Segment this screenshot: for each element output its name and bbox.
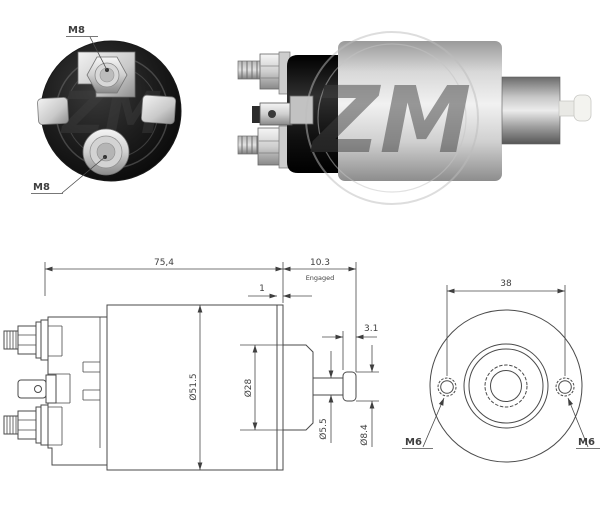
dim-boss-diameter: Ø28 — [243, 378, 254, 397]
right-contact-pad — [141, 94, 177, 125]
side-view-photo: ZM — [237, 31, 592, 205]
m6-hole-left-thread — [437, 377, 457, 397]
m8-label-bottom: M8 — [33, 182, 50, 193]
leader-line-top — [89, 36, 108, 71]
drawing-spade-terminal — [17, 374, 57, 404]
watermark-text-side: ZM — [310, 67, 471, 174]
rear-ring-outer — [463, 343, 549, 429]
dim-body-diameter: Ø51.5 — [188, 373, 199, 400]
left-contact-pad — [37, 97, 69, 125]
m6-label-right: M6 — [578, 437, 595, 448]
m8-stud-bottom-tip — [96, 142, 116, 162]
solenoid-neck — [501, 76, 561, 145]
m8-label-top: M8 — [68, 25, 85, 36]
leader-line-m6-left — [422, 397, 445, 448]
spade-terminal-hole — [268, 110, 276, 118]
drawing-boss-outline — [283, 344, 314, 431]
plunger-pin-tip — [573, 94, 592, 122]
rear-center-hole — [490, 370, 522, 402]
dim-hole-spacing: 38 — [500, 279, 512, 289]
m6-hole-right-thread — [555, 377, 575, 397]
drawing-cap-outline — [47, 316, 107, 466]
leader-line-bottom — [61, 156, 106, 194]
drawing-front-flange — [276, 304, 284, 471]
m6-hole-right — [558, 380, 572, 394]
watermark-logo-side: ZM — [305, 31, 479, 205]
rear-dimension-drawing: 38 M6 M6 — [402, 279, 600, 463]
front-view-photo: ZM M8 M8 — [31, 25, 182, 194]
drawing-stud-top — [3, 319, 49, 361]
dim-tip-length: 3.1 — [364, 324, 378, 334]
top-stud-thread-lines — [241, 61, 258, 79]
dim-tip-diameter: Ø8.4 — [359, 424, 370, 446]
rear-ring-inner — [468, 348, 544, 424]
side-dimension-drawing: 75,4 10.3 Engaged 1 Ø51.5 Ø28 3.1 Ø5.5 Ø… — [3, 258, 379, 471]
drawing-stud-bottom — [3, 404, 49, 446]
rear-outer-circle — [429, 309, 583, 463]
m6-label-left: M6 — [405, 437, 422, 448]
dim-travel-note: Engaged — [306, 274, 335, 282]
bottom-stud-thread-lines — [241, 136, 258, 154]
leader-line-m6-right — [567, 397, 589, 448]
spade-terminal-base — [289, 95, 314, 125]
plunger-pin-shaft — [558, 100, 577, 117]
drawing-tip-outline — [342, 371, 357, 402]
dim-gap: 1 — [259, 284, 265, 294]
drawing-shaft-outline — [312, 377, 344, 396]
dim-overall-length: 75,4 — [154, 258, 174, 268]
rear-center-thread — [484, 364, 528, 408]
drawing-cap-details — [48, 325, 100, 446]
dim-shaft-diameter: Ø5.5 — [318, 418, 329, 439]
side-cap-black — [287, 55, 347, 173]
m6-hole-left — [440, 380, 454, 394]
dim-travel: 10.3 — [310, 258, 330, 268]
